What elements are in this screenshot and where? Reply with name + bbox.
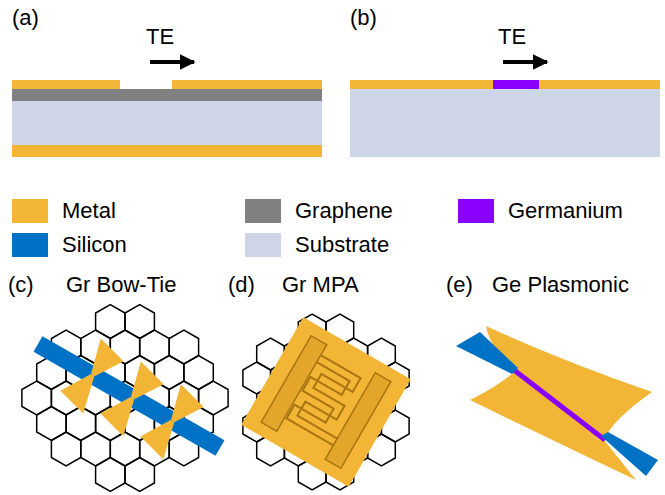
legend-label: Silicon (62, 234, 127, 256)
panel-letter: (c) (8, 274, 34, 296)
ge-plasmonic-device (456, 326, 658, 480)
antenna-arm (58, 365, 105, 413)
hex-cell (199, 381, 229, 415)
graphene-lattice (22, 305, 228, 492)
graphene-layer (12, 89, 322, 101)
bow-tie-antenna (138, 384, 206, 459)
metal-bar (325, 373, 391, 469)
cross-section-a (12, 62, 322, 157)
legend-label: Substrate (295, 234, 389, 256)
mpa-device (241, 317, 410, 486)
panel-title: Gr MPA (282, 274, 359, 296)
legend-label: Graphene (295, 200, 393, 222)
legend-swatch (245, 233, 281, 257)
metal-plate (470, 372, 636, 480)
substrate-layer (350, 89, 660, 157)
panel-title: Ge Plasmonic (492, 274, 629, 296)
panel-title: Gr Bow-Tie (66, 274, 176, 296)
panel-letter: (d) (228, 274, 255, 296)
legend-swatch (12, 233, 48, 257)
top-metal (350, 80, 660, 89)
polarization-label: TE (498, 26, 526, 48)
legend-label: Germanium (508, 200, 623, 222)
silicon-waveguide (38, 344, 220, 448)
silicon-taper (601, 432, 658, 476)
back-metal (12, 145, 322, 157)
legend-label: Metal (62, 200, 116, 222)
antenna-arm (98, 388, 145, 436)
cross-section-b (350, 62, 660, 157)
top-metal (172, 80, 322, 89)
top-metal (12, 80, 120, 89)
metal-plate (241, 317, 410, 486)
legend-swatch (245, 199, 281, 223)
polarization-arrow (503, 60, 547, 64)
substrate-layer (12, 101, 322, 145)
panel-letter: (e) (446, 274, 473, 296)
bow-tie-antenna (58, 339, 126, 414)
germanium-waveguide (514, 370, 605, 440)
bow-tie-antenna (98, 361, 166, 436)
polarization-label: TE (146, 26, 174, 48)
germanium-block (493, 80, 539, 89)
panel-letter: (b) (350, 7, 377, 29)
bow-tie-device (38, 339, 220, 460)
panel-letter: (a) (12, 7, 39, 29)
antenna-arm (138, 411, 185, 459)
legend-swatch (12, 199, 48, 223)
polarization-arrow (150, 60, 194, 64)
silicon-taper (456, 332, 518, 374)
meander-electrode (285, 355, 369, 445)
legend-swatch (458, 199, 494, 223)
